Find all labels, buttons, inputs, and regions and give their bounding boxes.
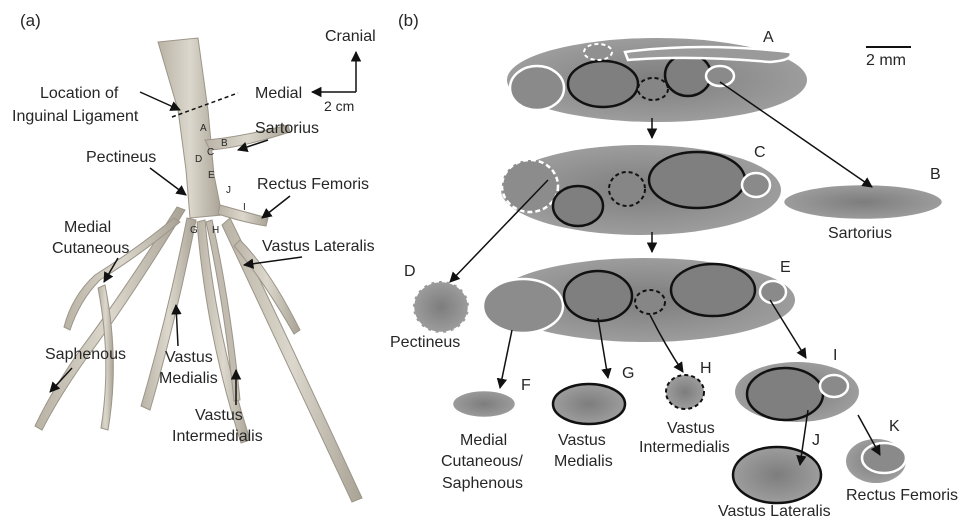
section-g: G Vastus Medialis [553,365,634,470]
marker-a: A [200,123,207,134]
marker-j: J [226,185,231,196]
pectineus-label: Pectineus [86,149,156,166]
section-c: C [501,144,781,235]
section-c-fascicle-white-dashed [502,160,558,212]
vastus-intermedialis-label-a-line2: Intermedialis [172,428,263,445]
section-k-letter: K [889,418,900,435]
panel-b: (b) 2 mm A B Sartorius [390,11,958,520]
section-c-letter: C [754,144,766,161]
marker-g: G [190,225,198,236]
section-b-tissue [783,184,943,220]
sartorius-label-b: Sartorius [828,225,892,242]
section-i-fascicle-white [820,375,848,397]
marker-e: E [208,170,215,181]
cranial-label: Cranial [325,28,376,45]
ligament-label-line1: Location of [40,85,119,102]
section-j-tissue [733,447,821,503]
rectus-femoris-arrow-a [262,196,290,218]
pectineus-arrow [150,168,186,195]
section-i-fascicle-black [747,368,823,420]
section-e-fascicle-dashed [635,290,665,314]
pectineus-label-b: Pectineus [390,334,460,351]
section-c-fascicle-black-left [553,186,603,226]
section-a-fascicle-white-left [510,66,564,110]
section-b-letter: B [930,166,941,183]
section-g-letter: G [622,365,634,382]
section-e-letter: E [780,259,791,276]
section-d: D Pectineus [390,263,469,351]
vastus-lateralis-label-b: Vastus Lateralis [718,503,831,520]
scale-bar-label: 2 mm [866,52,906,69]
section-d-letter: D [404,263,416,280]
section-d-tissue [413,281,469,333]
section-e-fascicle-white-left [483,279,563,333]
marker-d: D [195,154,202,165]
medial-cutaneous-label-b-line2: Cutaneous/ [441,453,523,470]
panel-a: (a) A B C D E G H I J [12,11,376,502]
section-h-tissue [666,375,704,409]
section-i: I [735,347,859,422]
section-f: F Medial Cutaneous/ Saphenous [441,377,531,492]
rectus-femoris-label-a: Rectus Femoris [257,176,369,193]
section-a: A [507,29,807,122]
section-a-dashed-white [584,44,612,60]
vastus-medialis-label-b-line1: Vastus [558,432,606,449]
orientation-compass: Cranial Medial 2 cm [255,28,376,114]
marker-b: B [221,138,228,149]
vastus-lateralis-label-a: Vastus Lateralis [262,238,375,255]
vastus-intermedialis-label-b-line1: Vastus [667,420,715,437]
medial-cutaneous-label-line2: Cutaneous [52,240,129,257]
section-k: K Rectus Femoris [846,418,958,504]
section-a-fascicle-white-small [706,66,734,86]
section-f-tissue [452,390,516,418]
sartorius-label: Sartorius [255,120,319,137]
marker-i: I [243,202,246,213]
vastus-lateralis-branch [222,218,362,502]
section-a-fascicle-black-right [665,54,711,96]
section-h-letter: H [700,360,712,377]
rectus-femoris-label-b: Rectus Femoris [846,487,958,504]
section-e-fascicle-black-mid [564,271,632,321]
section-g-tissue [553,384,625,424]
medial-label: Medial [255,85,302,102]
section-e: E [483,258,795,342]
section-a-letter: A [763,29,774,46]
section-c-fascicle-dashed [609,172,645,206]
nerve-trunk [158,38,222,218]
panel-a-label: (a) [20,11,41,30]
saphenous-label: Saphenous [45,346,126,363]
section-k-fascicle-white [862,443,906,473]
vastus-medialis-arrow-a [176,305,178,346]
marker-c: C [207,147,214,158]
section-b: B Sartorius [783,166,943,242]
medial-cutaneous-label-b-line1: Medial [460,432,507,449]
section-e-fascicle-black-right [671,264,755,316]
marker-h: H [212,225,219,236]
vastus-medialis-label-b-line2: Medialis [554,453,613,470]
section-a-fascicle-dashed [638,78,668,100]
section-i-letter: I [833,347,837,364]
medial-cutaneous-label-line1: Medial [64,219,111,236]
section-c-fascicle-black-right [649,152,745,208]
arrow-c-to-d [450,180,548,282]
section-f-letter: F [521,377,531,394]
section-c-fascicle-white-small [742,173,770,197]
vastus-medialis-label-a-line1: Vastus [165,349,213,366]
medial-cutaneous-label-b-line3: Saphenous [442,475,523,492]
ligament-label-line2: Inguinal Ligament [12,108,139,125]
vastus-medialis-label-a-line2: Medialis [159,370,218,387]
scale-label: 2 cm [324,98,354,114]
section-j-letter: J [812,432,820,449]
section-h: H Vastus Intermedialis [639,360,730,456]
section-a-fascicle-black [568,61,638,107]
panel-b-label: (b) [398,11,419,30]
section-e-fascicle-white-small [760,281,786,303]
arrow-e-to-f [500,330,512,388]
vastus-intermedialis-label-a-line1: Vastus [195,407,243,424]
vastus-intermedialis-label-b-line2: Intermedialis [639,439,730,456]
section-j: J Vastus Lateralis [718,432,831,520]
